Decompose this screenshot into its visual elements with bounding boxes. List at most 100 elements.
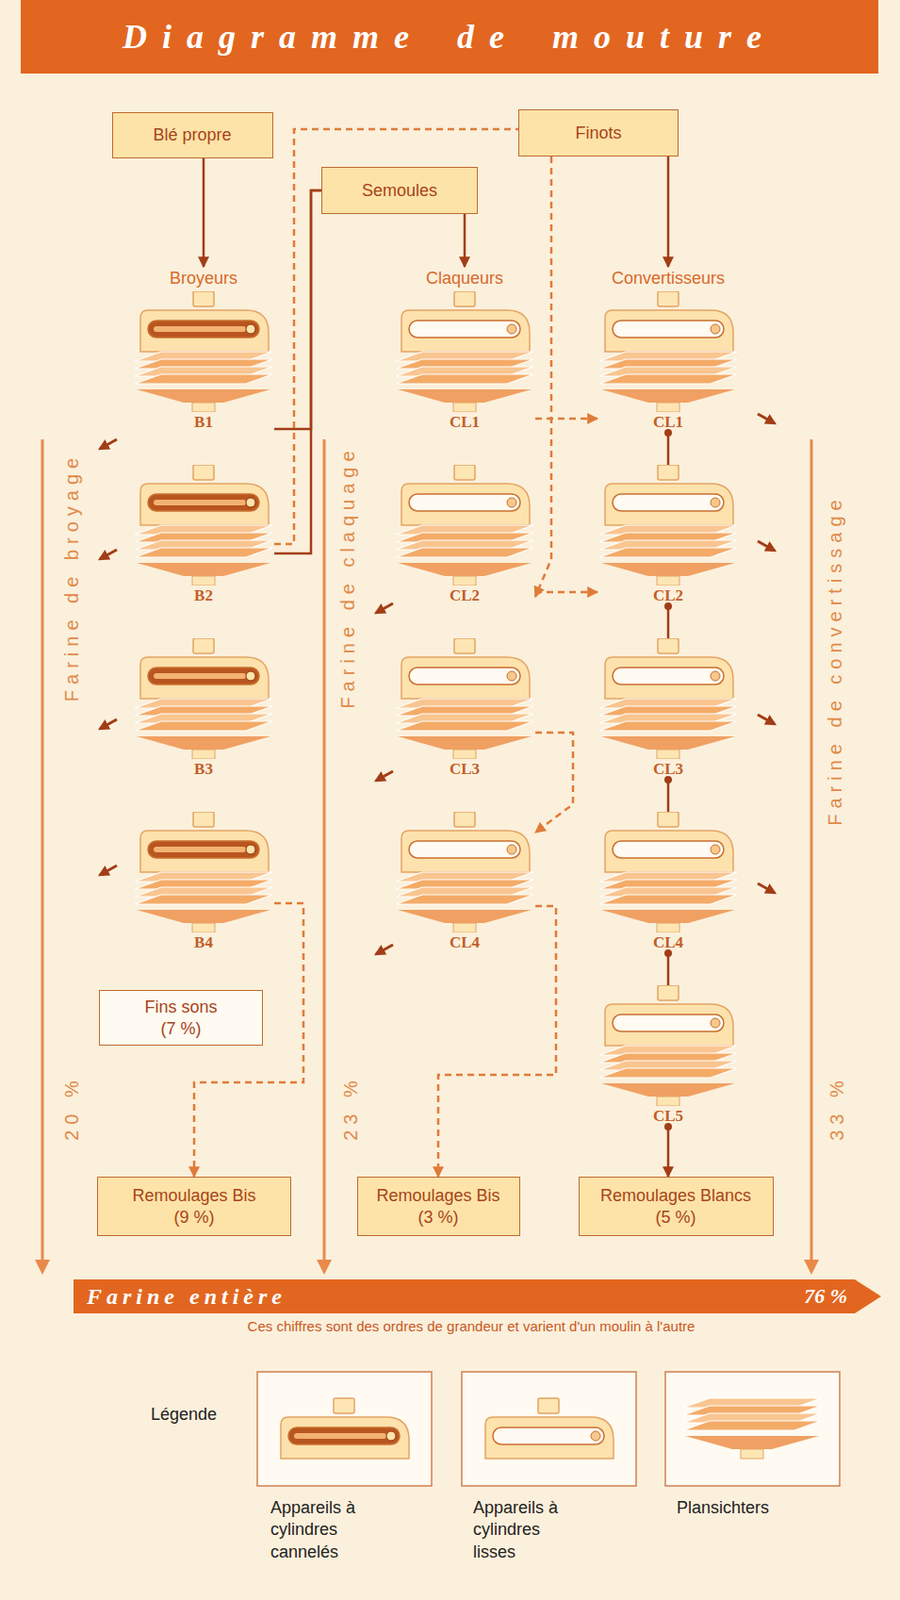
drawing-part: [605, 483, 734, 525]
drawing-part: [395, 638, 534, 759]
drawing-part: [803, 1259, 819, 1275]
drawing-part: [147, 840, 260, 858]
drawing-part: [507, 324, 517, 334]
drawing-part: [461, 1371, 637, 1486]
drawing-part: [192, 922, 215, 933]
converter-machine: CL2: [597, 464, 739, 606]
title-text: Diagramme de mouture: [20, 0, 879, 74]
legend-frames: [257, 1371, 840, 1486]
drawing-part: [601, 909, 736, 923]
box-text: Fins sons (7 %): [136, 996, 227, 1039]
drawing-part: [656, 922, 680, 933]
drawing-part: [590, 1430, 601, 1440]
box-text: Semoules: [361, 180, 438, 202]
drawing-part: [147, 493, 260, 511]
drawing-part: [395, 291, 534, 412]
drawing-part: [599, 984, 737, 1106]
drawing-part: [193, 464, 214, 480]
claqueur-machine: CL3: [393, 638, 536, 780]
drawing-part: [605, 310, 734, 352]
drawing-part: Farine entière76 %: [73, 1278, 882, 1313]
drawing-part: [99, 549, 117, 559]
machine-label: CL5: [597, 1105, 739, 1127]
converter-machine: CL3: [597, 638, 739, 780]
drawing-part: [136, 736, 271, 750]
drawing-part: [601, 736, 736, 750]
grinder-machine: B4: [132, 811, 275, 953]
machine-label: CL1: [393, 411, 536, 433]
flow-connector: [667, 1126, 671, 1177]
drawing-part: [134, 547, 273, 557]
drawing-part: [757, 714, 775, 724]
drawing-part: [612, 840, 724, 858]
drawing-part: [395, 547, 534, 557]
flow-connector: [535, 156, 552, 597]
drawing-part: [599, 464, 737, 586]
flour-arrows: [34, 439, 819, 1275]
band-text: 76 %: [803, 1283, 848, 1309]
drawing-part: [599, 374, 737, 384]
legend-entry: Appareils à cylindres lisses: [473, 1496, 579, 1563]
drawing-part: [599, 1067, 737, 1078]
flow-connector: [202, 158, 206, 267]
drawing-part: [153, 672, 246, 679]
flow-connector: [274, 190, 322, 554]
legend-entry: Plansichters: [676, 1496, 783, 1519]
flow-connector: [535, 732, 573, 833]
product-box: Finots: [518, 109, 679, 157]
drawing-part: [134, 894, 273, 904]
machine-icon: [597, 464, 739, 586]
drawing-part: [599, 894, 737, 904]
drawing-part: [153, 499, 246, 506]
column-heading: Convertisseurs: [597, 266, 739, 292]
drawing-part: [401, 483, 530, 525]
machine-icon: [132, 464, 275, 586]
drawing-part: [605, 830, 734, 872]
drawing-part: [665, 1371, 840, 1486]
drawing-part: [710, 844, 720, 854]
flow-connector: [667, 952, 671, 985]
machine-label: CL2: [393, 585, 536, 606]
legend-icon: [280, 1397, 410, 1458]
byproduct-box: Remoulages Bis (3 %): [357, 1176, 521, 1236]
drawing-part: [657, 638, 679, 654]
legend-text: Appareils à cylindres cannelés: [270, 1497, 356, 1561]
drawing-part: [395, 720, 534, 731]
legend-icon: [485, 1397, 614, 1458]
drawing-part: [657, 464, 679, 480]
drawing-part: [453, 402, 476, 412]
drawing-part: [333, 1397, 355, 1413]
drawing-part: [453, 575, 476, 586]
machine-icon: [597, 638, 739, 759]
drawing-part: [397, 562, 532, 576]
machine-label: CL2: [597, 585, 739, 606]
drawing-part: [710, 497, 720, 508]
legend-entry: Appareils à cylindres cannelés: [270, 1496, 377, 1563]
flour-stream-label: Farine de broyage: [61, 452, 83, 702]
drawing-part: [599, 811, 737, 933]
grinder-machine: B2: [132, 464, 275, 606]
drawing-part: [601, 1082, 736, 1097]
drawing-part: [192, 402, 215, 412]
machine-label: B1: [132, 411, 275, 433]
drawing-part: [683, 1420, 821, 1430]
drawing-part: [140, 656, 269, 699]
machine-icon: [132, 291, 275, 412]
drawing-part: [409, 667, 521, 685]
drawing-part: [99, 865, 117, 875]
drawing-part: [507, 670, 517, 681]
byproduct-box: Remoulages Bis (9 %): [97, 1176, 292, 1236]
drawing-part: [397, 389, 532, 403]
drawing-part: [73, 1278, 882, 1313]
drawing-part: [136, 562, 271, 576]
drawing-part: [245, 670, 256, 681]
converter-machine: CL4: [597, 811, 739, 953]
drawing-part: [454, 291, 475, 307]
drawing-part: [134, 291, 273, 412]
drawing-part: [397, 736, 532, 750]
column-heading: Claqueurs: [393, 266, 536, 292]
drawing-part: [409, 493, 521, 511]
box-text: Finots: [574, 122, 622, 145]
claqueur-machine: ClaqueursCL1: [393, 266, 536, 433]
